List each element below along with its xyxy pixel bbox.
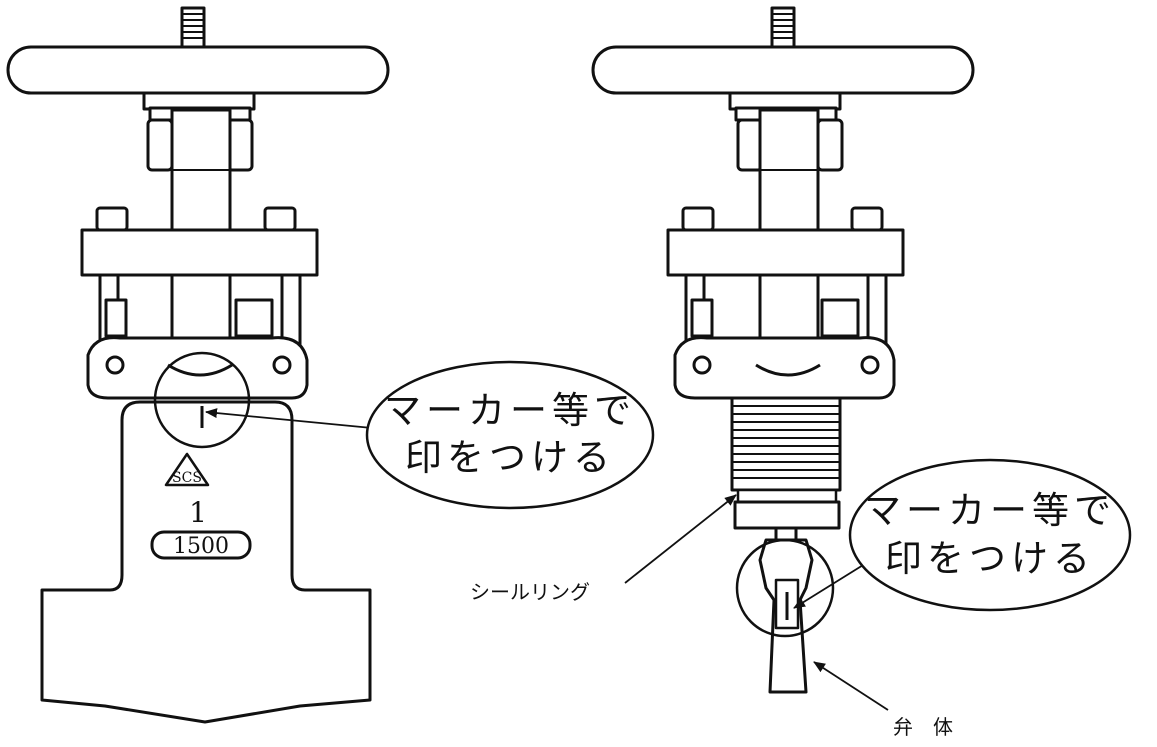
right-hand-wheel xyxy=(591,45,975,95)
left-valve-body xyxy=(40,400,372,724)
left-bonnet xyxy=(86,336,309,400)
seal-ring-callout: シールリング xyxy=(470,494,737,604)
left-callout-line1: マーカー等で xyxy=(384,389,636,432)
right-callout-arrow xyxy=(793,561,869,609)
disc-callout: 弁 体 xyxy=(813,661,953,739)
right-seal-ring xyxy=(736,488,838,504)
left-stem-thread xyxy=(180,6,206,50)
left-stamp-logo: SCS xyxy=(164,452,210,487)
left-class-mark: 1500 xyxy=(150,530,252,560)
disc-label: 弁 体 xyxy=(893,715,953,739)
right-valve xyxy=(591,6,975,694)
left-callout-line2: 印をつける xyxy=(405,436,615,479)
right-flange-bolts xyxy=(681,206,884,232)
left-size-mark: 1 xyxy=(189,496,207,529)
right-stem-thread xyxy=(770,6,796,50)
left-highlight-circle xyxy=(153,351,251,449)
right-callout-line2: 印をつける xyxy=(885,537,1095,580)
right-callout-line1: マーカー等で xyxy=(864,489,1116,532)
right-bonnet xyxy=(673,336,896,400)
right-gland-flange xyxy=(666,228,905,277)
left-hand-wheel xyxy=(6,45,390,95)
right-callout: マーカー等で 印をつける xyxy=(793,458,1132,612)
left-callout: マーカー等で 印をつける xyxy=(205,360,655,510)
left-gland-flange xyxy=(80,228,319,277)
left-valve: SCS 1 1500 xyxy=(6,6,390,724)
right-highlight-circle xyxy=(735,538,835,638)
svg-text:1500: 1500 xyxy=(173,534,229,559)
seal-ring-label: シールリング xyxy=(470,580,590,604)
right-threaded-neck xyxy=(730,396,842,492)
svg-text:SCS: SCS xyxy=(172,470,202,486)
left-callout-arrow xyxy=(205,408,373,429)
